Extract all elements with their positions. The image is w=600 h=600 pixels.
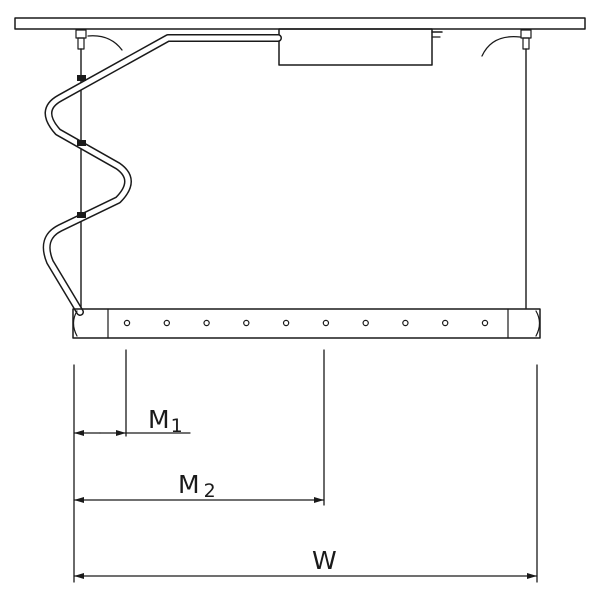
- led-dot: [362, 319, 369, 327]
- led-dot-row: [123, 319, 489, 327]
- led-dot: [163, 319, 170, 327]
- label-m1: M1: [148, 405, 184, 437]
- label-m1-main: M: [148, 405, 171, 434]
- left-cable-arc: [87, 35, 123, 51]
- led-dot: [203, 319, 210, 327]
- led-dot: [123, 319, 131, 327]
- label-m2-main: M: [178, 470, 201, 499]
- right-cable-arc: [481, 35, 521, 57]
- cord-clips: [77, 75, 86, 218]
- luminaire-bar: [72, 308, 541, 339]
- led-dot: [282, 319, 290, 327]
- led-dot: [442, 319, 449, 327]
- led-dot: [322, 319, 330, 327]
- led-dot: [481, 319, 489, 327]
- coiled-power-cord: [42, 34, 282, 316]
- led-dot: [402, 319, 409, 327]
- dimension-w: W: [73, 546, 538, 579]
- led-dot: [243, 319, 250, 327]
- label-m1-sub: 1: [171, 415, 184, 437]
- left-suspension-cable: [75, 29, 87, 309]
- ceiling-plate: [14, 17, 586, 30]
- label-m2-sub: 2: [204, 480, 217, 502]
- dimension-m1: M1: [73, 405, 191, 437]
- right-suspension-cable: [520, 29, 532, 309]
- label-w: W: [312, 546, 337, 575]
- driver-box: [278, 28, 443, 66]
